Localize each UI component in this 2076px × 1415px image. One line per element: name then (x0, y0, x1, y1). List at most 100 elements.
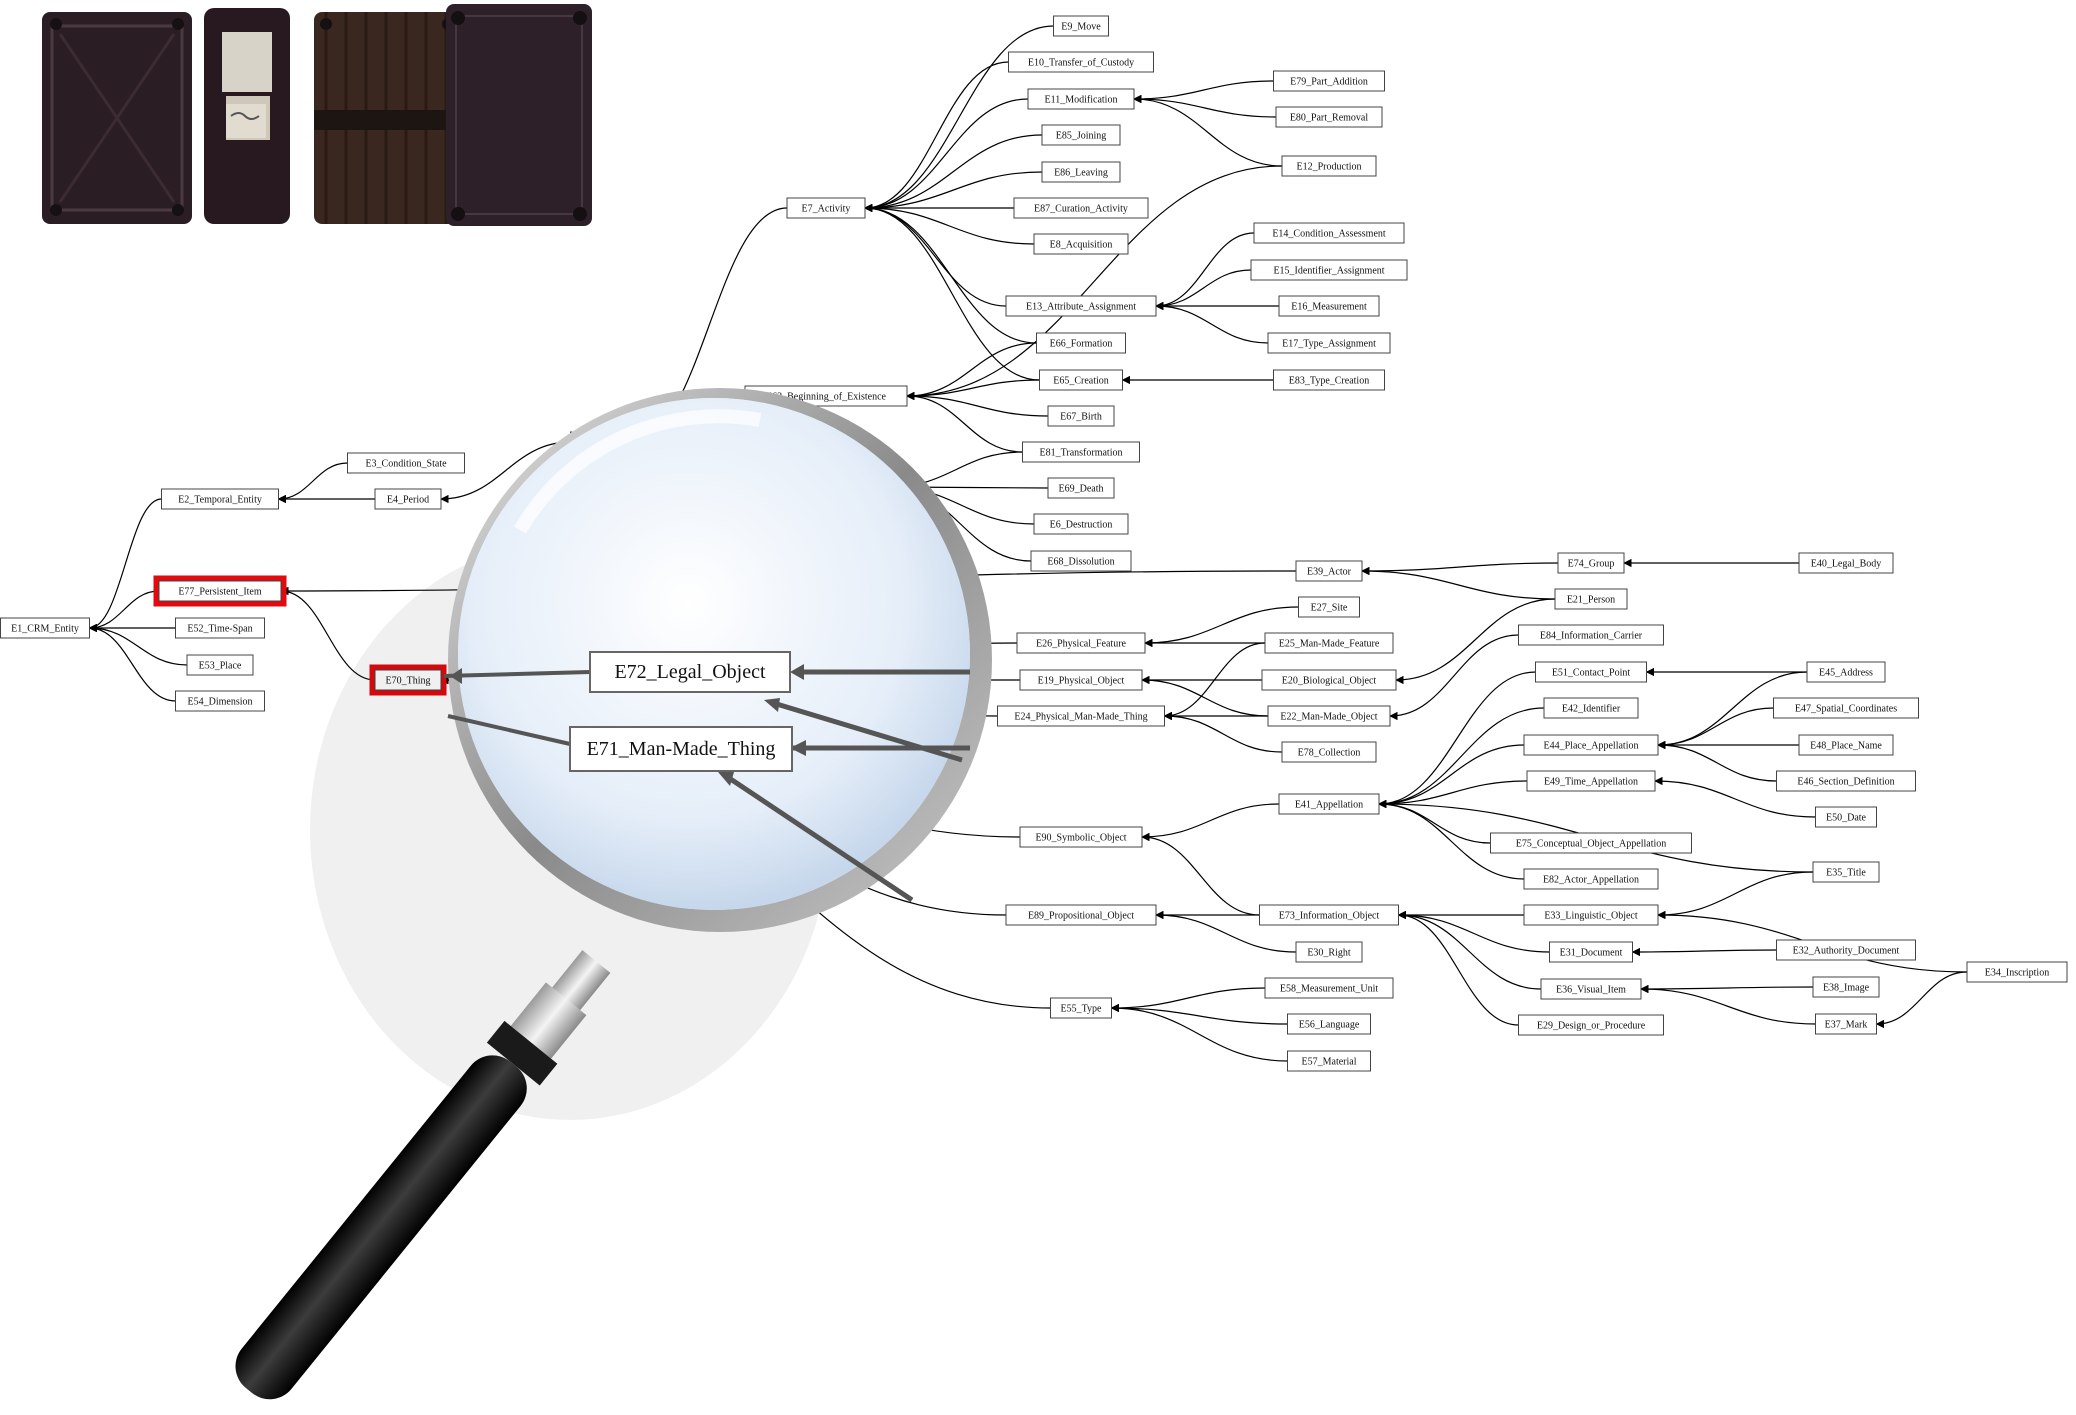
node-label: E44_Place_Appellation (1544, 741, 1639, 752)
node-e86: E86_Leaving (1041, 161, 1121, 183)
book-spine-image (204, 8, 290, 224)
node-label: E66_Formation (1050, 339, 1113, 350)
edge-e21-e20 (1395, 598, 1556, 685)
node-e79: E79_Part_Addition (1273, 70, 1385, 92)
node-box (1005, 904, 1157, 926)
node-e21: E21_Person (1554, 588, 1628, 610)
node-box (1036, 332, 1126, 354)
node-box (1490, 832, 1692, 854)
node-box (1518, 624, 1664, 646)
node-box (347, 452, 465, 474)
node-box (1798, 734, 1894, 756)
edge-e42-e41 (1378, 707, 1545, 809)
node-box (1273, 70, 1385, 92)
node-box (1287, 1013, 1371, 1035)
node-e17: E17_Type_Assignment (1267, 332, 1391, 354)
node-label: E21_Person (1567, 595, 1615, 606)
node-e68: E68_Dissolution (1030, 550, 1132, 572)
highlight-frame (153, 575, 287, 607)
node-label: E2_Temporal_Entity (178, 495, 262, 506)
node-e89: E89_Propositional_Object (1005, 904, 1157, 926)
node-box (1267, 332, 1391, 354)
magnified-node-e72 (589, 651, 791, 693)
node-box (1549, 941, 1633, 963)
node-label: E87_Curation_Activity (1034, 204, 1128, 215)
node-e53: E53_Place (186, 654, 254, 676)
magnified-view: E72_Legal_Object E71_Man-Made_Thing (443, 651, 970, 903)
edge-e37-e36 (1640, 984, 1816, 1025)
node-label: E4_Period (387, 495, 429, 506)
node-label: E3_Condition_State (365, 459, 447, 470)
edge-e66-e63 (906, 342, 1037, 401)
node-e70: E70_Thing (369, 664, 447, 696)
node-e27: E27_Site (1298, 596, 1360, 618)
magnified-node-e71 (569, 726, 793, 772)
edge-e56-e55 (1110, 1003, 1288, 1025)
edge-e31-e73 (1397, 910, 1550, 953)
node-e75: E75_Conceptual_Object_Appellation (1490, 832, 1692, 854)
node-box (1005, 295, 1157, 317)
edge-e36-e73 (1397, 910, 1542, 990)
edge-e57-e55 (1110, 1003, 1288, 1062)
edge-e58-e55 (1110, 987, 1266, 1013)
node-label: E31_Document (1560, 948, 1623, 959)
node-e77: E77_Persistent_Item (153, 575, 287, 607)
edge-e15-e13 (1155, 269, 1252, 311)
node-e58: E58_Measurement_Unit (1264, 977, 1394, 999)
book-back-image (446, 4, 592, 226)
node-e84: E84_Information_Carrier (1518, 624, 1664, 646)
edge-e10-e7 (864, 61, 1009, 213)
node-label: E63_Beginning_of_Existence (766, 392, 887, 403)
node-e32: E32_Authority_Document (1776, 939, 1916, 961)
node-box (1815, 806, 1877, 828)
node-e13: E13_Attribute_Assignment (1005, 295, 1157, 317)
node-label: E30_Right (1307, 948, 1351, 959)
edge-e86-e7 (864, 171, 1043, 213)
node-e55: E55_Type (1050, 997, 1112, 1019)
edge-e73-e90 (1141, 832, 1260, 916)
node-e65: E65_Creation (1039, 369, 1123, 391)
node-e36: E36_Visual_Item (1540, 978, 1642, 1000)
node-label: E52_Time-Span (187, 624, 252, 635)
node-e52: E52_Time-Span (175, 617, 265, 639)
nodes: E1_CRM_Entity E2_Temporal_Entity E3_Condit… (0, 15, 2068, 1072)
edge-e65-e7 (864, 203, 1040, 381)
node-label: E14_Condition_Assessment (1272, 229, 1386, 240)
node-box (1267, 705, 1391, 727)
node-box (1278, 793, 1380, 815)
node-box (1016, 632, 1146, 654)
node-label: E56_Language (1299, 1020, 1360, 1031)
node-box (1030, 550, 1132, 572)
node-box (175, 690, 265, 712)
edge-e8-e7 (864, 203, 1035, 245)
node-label: E39_Actor (1307, 567, 1352, 578)
node-e51: E51_Contact_Point (1535, 661, 1647, 683)
node-e20: E20_Biological_Object (1261, 669, 1397, 691)
node-e47: E47_Spatial_Coordinates (1773, 697, 1919, 719)
book-bindings-photo (36, 4, 596, 226)
edge-e78-e24 (1163, 711, 1283, 753)
node-e67: E67_Birth (1047, 405, 1115, 427)
node-e80: E80_Part_Removal (1275, 106, 1383, 128)
node-label: E55_Type (1061, 1004, 1103, 1015)
edge-e85-e7 (864, 134, 1043, 213)
highlight-frame (369, 664, 447, 696)
node-box (1273, 369, 1385, 391)
node-label: E34_Inscription (1985, 968, 2049, 979)
node-label: E48_Place_Name (1810, 741, 1882, 752)
node-label: E16_Measurement (1291, 302, 1367, 313)
node-e35: E35_Title (1812, 861, 1880, 883)
node-label: E13_Attribute_Assignment (1026, 302, 1136, 313)
node-label: E41_Appellation (1295, 800, 1363, 811)
edge-e21-e39 (1361, 566, 1556, 600)
node-label: E86_Leaving (1054, 168, 1108, 179)
node-e29: E29_Design_or_Procedure (1518, 1014, 1664, 1036)
edge-e5-e4 (440, 441, 571, 504)
node-e33: E33_Linguistic_Object (1523, 904, 1659, 926)
edge-e41-e90 (1141, 803, 1280, 842)
node-e42: E42_Identifier (1543, 697, 1639, 719)
node-box (1264, 632, 1394, 654)
node-e1: E1_CRM_Entity (0, 617, 90, 639)
node-label: E9_Move (1061, 22, 1101, 33)
